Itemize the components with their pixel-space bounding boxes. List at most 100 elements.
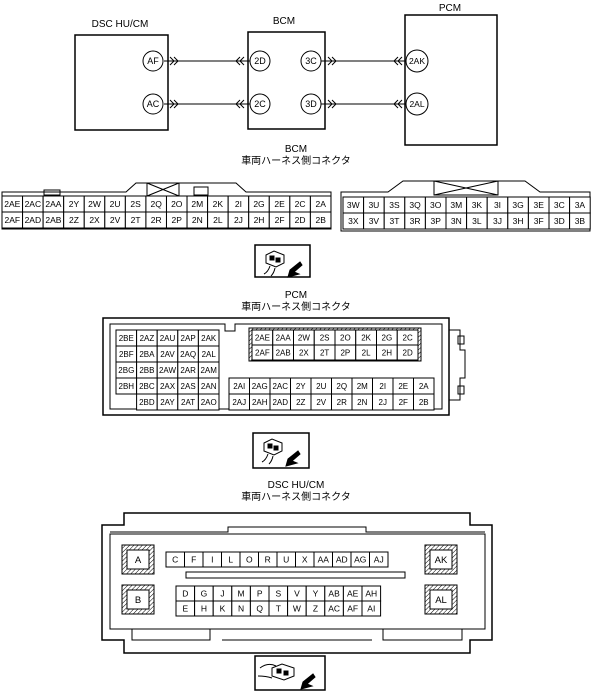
pcm-pin-label: 2G [382, 333, 393, 342]
bcm-pin-label: 2AB [45, 215, 61, 225]
pcm-pin-label: 2AQ [180, 350, 196, 359]
bcm-pin-label: 2X [89, 215, 100, 225]
dsc-pin-label: AD [336, 555, 348, 565]
pin-label-3c: 3C [305, 56, 317, 66]
bcm-pin-label: 3X [348, 216, 359, 226]
dsc-connector-housing [101, 512, 493, 654]
dsc-pin-label: P [257, 589, 263, 599]
pcm-pin-cell [413, 393, 435, 411]
bcm-pin-label: 2L [213, 215, 223, 225]
pcm-pin-label: 2M [357, 382, 368, 391]
bcm-pin-label: 3U [368, 200, 379, 210]
pcm-pin-label: 2AV [160, 350, 175, 359]
bcm-module-label: BCM [273, 16, 295, 27]
pcm-pin-label: 2AY [160, 398, 175, 407]
pin-circle [142, 50, 164, 72]
pcm-pin-label: 2AR [180, 366, 196, 375]
pin-label-2ak: 2AK [409, 56, 425, 66]
pin-circle [405, 49, 429, 73]
connector-chevron [327, 99, 337, 109]
pcm-pin-label: 2V [316, 398, 326, 407]
bcm-pin-label: 2C [295, 199, 306, 209]
pcm-pin-label: 2R [337, 398, 347, 407]
pin-circle [300, 93, 322, 115]
bcm-pin-label: 2A [315, 199, 326, 209]
dsc-pin-label: AI [367, 604, 375, 614]
pin-circle [142, 93, 164, 115]
bcm-pin-label: 3V [369, 216, 380, 226]
pcm-pin-label: 2H [382, 348, 392, 357]
pcm-module-box [404, 14, 498, 146]
pcm-pin-label: 2W [298, 333, 310, 342]
pin-circle [249, 50, 271, 72]
dsc-pin-label: K [220, 604, 226, 614]
pcm-pin-label: 2F [399, 398, 408, 407]
bcm-pin-cell [309, 211, 332, 229]
pcm-pin-label: 2A [419, 382, 429, 391]
bcm-pin-label: 2Z [69, 215, 79, 225]
bcm-pin-label: 2I [235, 199, 242, 209]
bcm-pin-label: 2N [192, 215, 203, 225]
pcm-pin-label: 2AD [272, 398, 288, 407]
pcm-pin-label: 2J [379, 398, 387, 407]
pcm-pin-label: 2AJ [232, 398, 246, 407]
dsc-pin-label: I [211, 555, 213, 565]
pcm-pin-label: 2AL [202, 350, 217, 359]
pcm-module-label: PCM [439, 3, 461, 14]
bcm-pin-label: 2T [131, 215, 141, 225]
bcm-pin-label: 3M [450, 200, 462, 210]
bcm-pin-label: 3E [533, 200, 544, 210]
dsc-pin-label: W [293, 604, 301, 614]
bcm-pin-label: 2F [275, 215, 285, 225]
dsc-pin-label: O [246, 555, 253, 565]
pcm-pin-label: 2T [320, 348, 329, 357]
bcm-pin-label: 2D [295, 215, 306, 225]
probe-direction-icon [252, 432, 310, 469]
bcm-pin-label: 2W [88, 199, 101, 209]
wiring-diagram: DSC HU/CM BCM PCM [74, 3, 498, 146]
bcm-pin-label: 3J [493, 216, 502, 226]
dsc-pin-cell [369, 551, 389, 568]
pcm-pin-label: 2BH [119, 382, 135, 391]
pin-label-3d: 3D [305, 99, 317, 109]
pin-label-ac: AC [147, 99, 160, 109]
bcm-pin-label: 3O [430, 200, 442, 210]
bcm-connector-title: BCM [285, 144, 307, 155]
bcm-pin-label: 3K [472, 200, 483, 210]
bcm-pin-label: 3Q [409, 200, 421, 210]
dsc-pin-label: F [191, 555, 196, 565]
dsc-module-label: DSC HU/CM [92, 19, 149, 30]
bcm-pin-label: 2Q [151, 199, 163, 209]
pcm-pin-label: 2AH [252, 398, 268, 407]
pcm-pin-label: 2U [316, 382, 326, 391]
pcm-pin-label: 2O [340, 333, 351, 342]
pcm-pin-label: 2X [299, 348, 309, 357]
bcm-pin-label: 3A [575, 200, 586, 210]
bcm-pin-label: 2AA [45, 199, 61, 209]
probe-direction-icon [254, 655, 326, 691]
pcm-pin-label: 2AT [181, 398, 195, 407]
dsc-connector-subtitle: 車両ハーネス側コネクタ [241, 490, 351, 503]
dsc-pin-label: V [294, 589, 300, 599]
dsc-pin-label: Y [313, 589, 319, 599]
bcm-pin-cell [569, 212, 591, 230]
dsc-pin-label: M [238, 589, 245, 599]
bcm-pin-label: 2E [274, 199, 285, 209]
dsc-pin-label: J [220, 589, 224, 599]
pcm-pin-label: 2AW [159, 366, 176, 375]
pcm-pin-cell [197, 393, 220, 411]
pcm-pin-label: 2I [379, 382, 386, 391]
dsc-pin-label: N [238, 604, 244, 614]
dsc-pin-label: X [302, 555, 308, 565]
bcm-pin-label: 3W [347, 200, 360, 210]
bcm-pin-label: 2AF [4, 215, 20, 225]
pcm-pin-label: 2AF [255, 348, 270, 357]
pcm-pin-label: 2AK [201, 334, 217, 343]
dsc-pin-label: R [265, 555, 271, 565]
connector-chevron [169, 56, 179, 66]
pcm-pin-label: 2BE [119, 334, 134, 343]
pin-label-2d: 2D [254, 56, 266, 66]
dsc-pin-a: A [135, 555, 142, 566]
dsc-pin-label: L [228, 555, 233, 565]
pcm-pin-label: 2AC [272, 382, 288, 391]
